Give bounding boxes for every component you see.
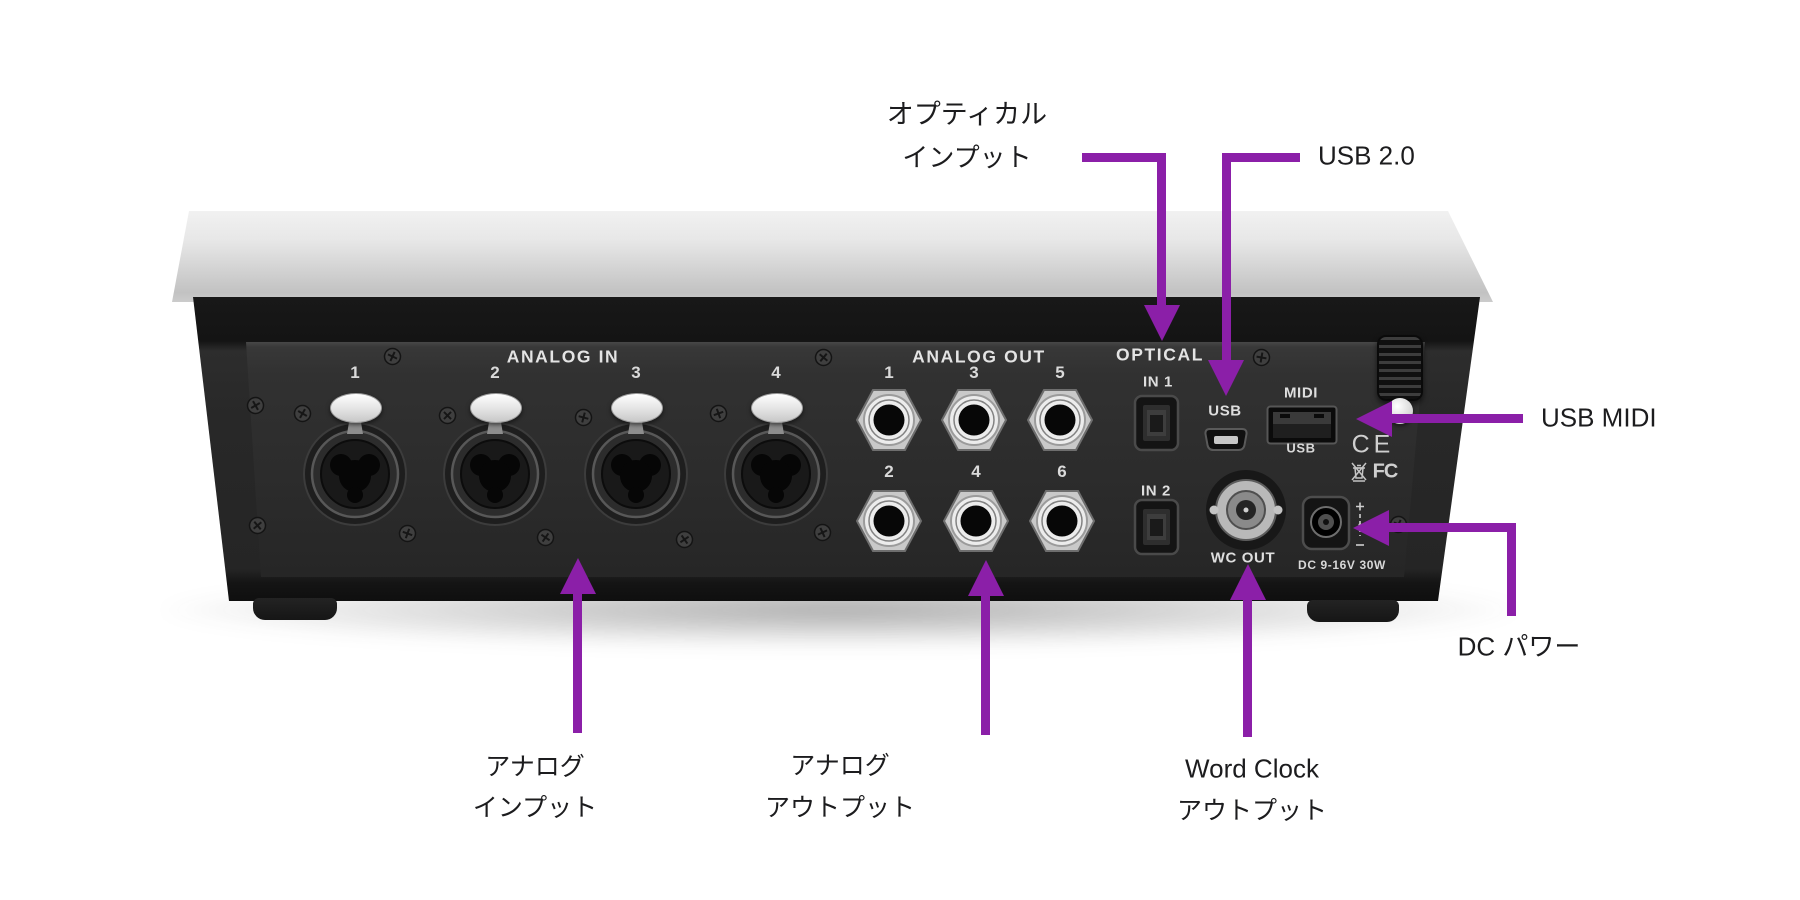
xlr-latch-tab (470, 393, 522, 423)
device-top-silver-slab (172, 211, 1493, 302)
analog-in-channel-number: 1 (350, 363, 360, 382)
callout-analog-output-line2: アウトプット (764, 794, 916, 822)
callout-analog-input-line2: インプット (472, 794, 598, 822)
trs-jack-out-6 (1029, 490, 1095, 552)
screw-icon (1252, 348, 1271, 367)
callout-word-clock-line2: アウトプット (1176, 797, 1328, 825)
callout-word-clock-line1: Word Clock (1185, 753, 1319, 784)
analog-output-callout-line (981, 594, 990, 735)
xlr-latch-tab (611, 393, 663, 423)
dc-callout-line (1507, 523, 1516, 616)
callout-usb-midi-label: USB MIDI (1541, 402, 1657, 433)
screw-icon (813, 523, 832, 542)
callout-optical-input-line1: オプティカル (886, 99, 1048, 130)
xlr-combo-jack-4 (724, 422, 828, 526)
usb2-callout-line (1222, 153, 1231, 362)
callout-usb2-label: USB 2.0 (1318, 140, 1415, 171)
callout-analog-input-line1: アナログ (485, 753, 585, 781)
analog-out-channel-number: 6 (1057, 462, 1067, 481)
optical-in-1-port (1133, 394, 1180, 452)
word-clock-callout-line (1243, 598, 1252, 737)
analog-out-channel-number: 1 (884, 363, 894, 382)
analog-out-channel-number: 5 (1055, 363, 1065, 382)
xlr-latch-tab (751, 393, 803, 423)
trs-jack-out-3 (941, 389, 1007, 451)
weee-icon (1351, 462, 1367, 482)
dc-callout-line (1389, 523, 1516, 532)
trs-jack-out-4 (943, 490, 1009, 552)
usb2-callout-line (1222, 153, 1300, 162)
dc-power-jack (1301, 495, 1351, 551)
volume-thumbwheel (1377, 335, 1423, 401)
usb-a-sub-label: USB (1286, 440, 1316, 456)
screw-icon (709, 404, 728, 423)
screw-icon (438, 406, 457, 425)
screw-icon (398, 524, 417, 543)
trs-jack-out-2 (856, 490, 922, 552)
bnc-word-clock-port (1206, 470, 1286, 550)
callout-analog-output-line1: アナログ (790, 752, 890, 780)
screw-icon (293, 404, 312, 423)
screw-icon (574, 408, 593, 427)
analog-input-callout-line (573, 592, 582, 733)
usb-midi-callout-line (1392, 414, 1523, 423)
screw-icon (383, 347, 402, 366)
dc-arrowhead-icon (1353, 510, 1389, 546)
analog-in-channel-number: 4 (771, 363, 781, 382)
wc-out-label: WC OUT (1210, 549, 1276, 567)
rubber-foot-right (1307, 600, 1399, 622)
screw-icon (536, 528, 555, 547)
analog-in-channel-number: 2 (490, 363, 500, 382)
optical-arrowhead-icon (1144, 305, 1180, 341)
screw-icon (675, 530, 694, 549)
analog-out-channel-number: 2 (884, 462, 894, 481)
optical-callout-line (1157, 153, 1166, 307)
usb-mini-label: USB (1208, 402, 1242, 420)
analog-input-arrowhead-icon (560, 558, 596, 594)
trs-jack-out-5 (1027, 389, 1093, 451)
xlr-combo-jack-2 (443, 422, 547, 526)
dc-rating-label: DC 9-16V 30W (1298, 558, 1386, 572)
usb-a-midi-port (1266, 405, 1338, 445)
optical-in-2-port (1133, 498, 1180, 556)
usb2-arrowhead-icon (1208, 360, 1244, 396)
trs-jack-out-1 (856, 389, 922, 451)
midi-label: MIDI (1283, 384, 1319, 402)
usb-midi-arrowhead-icon (1356, 401, 1392, 437)
analog-in-section-label: ANALOG IN (506, 346, 620, 367)
callout-optical-input-line2: インプット (902, 142, 1032, 173)
usb-mini-port (1204, 428, 1248, 451)
analog-in-channel-number: 3 (631, 363, 641, 382)
xlr-latch-tab (330, 393, 382, 423)
screw-icon (246, 396, 265, 415)
analog-out-channel-number: 3 (969, 363, 979, 382)
xlr-combo-jack-3 (584, 422, 688, 526)
optical-callout-line (1082, 153, 1166, 162)
fcc-mark: FC (1372, 460, 1399, 483)
analog-output-arrowhead-icon (968, 560, 1004, 596)
optical-section-label: OPTICAL (1115, 344, 1205, 365)
xlr-combo-jack-1 (303, 422, 407, 526)
callout-dc-power-label: DC パワー (1457, 631, 1581, 662)
screw-icon (248, 516, 267, 535)
analog-out-channel-number: 4 (971, 462, 981, 481)
analog-out-section-label: ANALOG OUT (912, 346, 1046, 367)
word-clock-arrowhead-icon (1230, 564, 1266, 600)
rubber-foot-left (253, 598, 337, 620)
screw-icon (814, 348, 833, 367)
optical-in1-label: IN 1 (1143, 373, 1173, 391)
optical-in2-label: IN 2 (1141, 482, 1171, 500)
